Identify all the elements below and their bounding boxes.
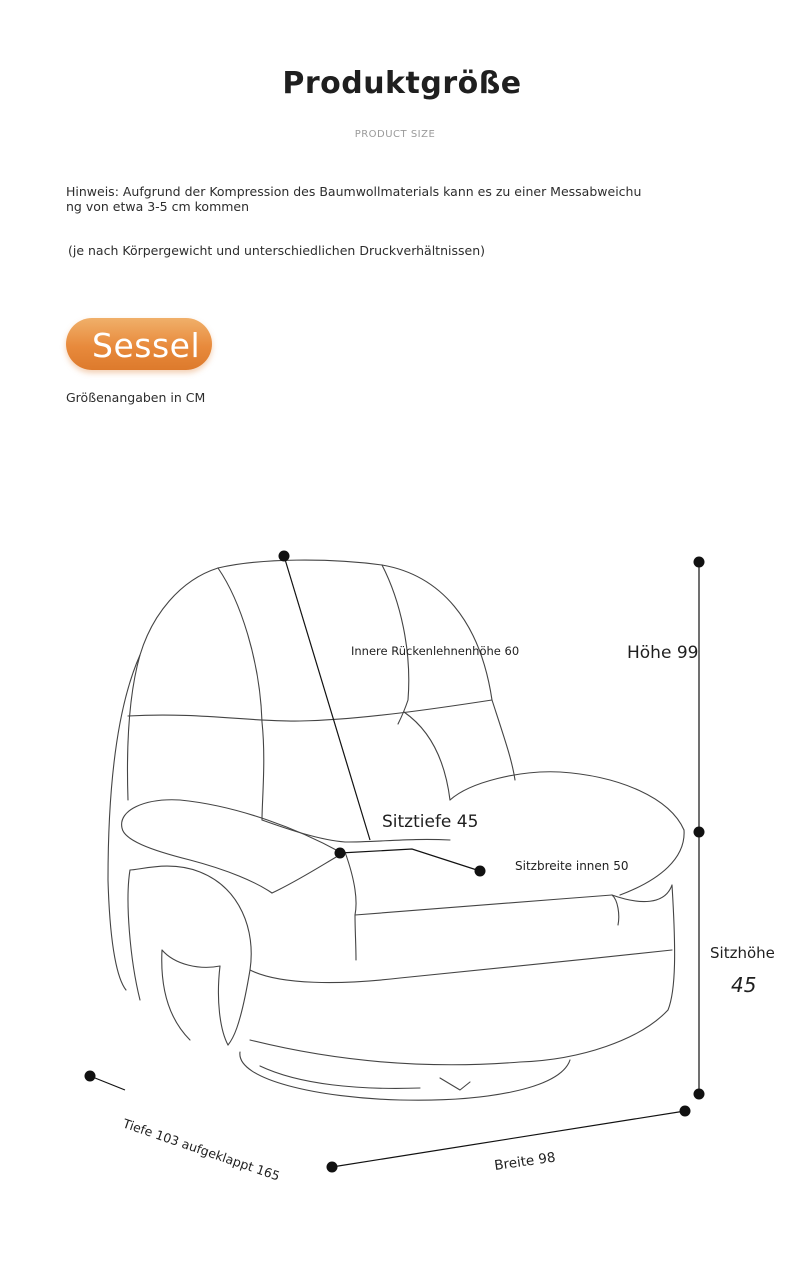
- marker-width-end: [679, 1105, 691, 1117]
- seat-height-label: Sitzhöhe: [710, 944, 775, 962]
- pressure-note: (je nach Körpergewicht und unterschiedli…: [68, 243, 485, 258]
- marker-depth-end: [84, 1070, 96, 1082]
- category-badge-label: Sessel: [92, 326, 201, 365]
- seat-width-label: Sitzbreite innen 50: [515, 859, 628, 873]
- seat-depth-label: Sitztiefe 45: [382, 812, 478, 832]
- armchair-outline: [107, 559, 685, 1101]
- measurement-note: Hinweis: Aufgrund der Kompression des Ba…: [66, 184, 642, 214]
- dimension-lines: [89, 555, 700, 1168]
- marker-floor: [693, 1088, 705, 1100]
- depth-label: Tiefe 103 aufgeklappt 165: [120, 1115, 282, 1183]
- marker-seat-depth: [334, 847, 346, 859]
- dimension-markers: [84, 550, 705, 1173]
- height-label: Höhe 99: [627, 643, 698, 663]
- marker-height-top: [693, 556, 705, 568]
- width-label: Breite 98: [493, 1150, 556, 1174]
- marker-seat-width: [474, 865, 486, 877]
- page-title: Produktgröße: [282, 66, 522, 101]
- marker-back-top: [278, 550, 290, 562]
- inner-back-height-label: Innere Rückenlehnenhöhe 60: [351, 644, 519, 658]
- marker-front-corner: [326, 1161, 338, 1173]
- category-badge: Sessel: [66, 318, 212, 370]
- units-label: Größenangaben in CM: [66, 390, 206, 405]
- seat-height-value: 45: [731, 973, 756, 997]
- page-subtitle: PRODUCT SIZE: [354, 129, 436, 140]
- marker-seat-level: [693, 826, 705, 838]
